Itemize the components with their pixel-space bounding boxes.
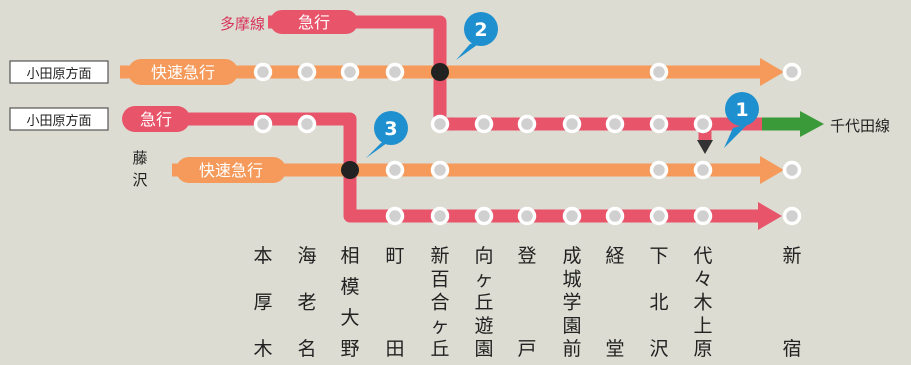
fujisawa-rapid-label: 快速急行 xyxy=(199,161,263,180)
station-name-shimokitazawa: 下北沢 xyxy=(649,245,668,360)
station-dot xyxy=(562,206,582,226)
odawara-express-badge xyxy=(122,106,190,132)
chiyoda-line-label: 千代田線 xyxy=(830,117,890,135)
station-dot xyxy=(385,62,405,82)
odawara-rapid-label: 快速急行 xyxy=(151,63,215,82)
odawara-dest-label-2: 小田原方面 xyxy=(26,113,91,129)
station-names: 本厚木 海老名 相模大野 町田 新百合ヶ丘 向ヶ丘遊園 登戸 成城学園前 経堂 下北沢 代々木上原 新… xyxy=(253,245,801,360)
station-dot xyxy=(297,114,317,134)
tama-express-label: 急行 xyxy=(298,13,330,32)
svg-text:1: 1 xyxy=(735,99,748,121)
station-dot xyxy=(253,62,273,82)
tama-express-badge xyxy=(270,10,358,34)
station-dot xyxy=(562,114,582,134)
junction-sagamiono xyxy=(341,161,359,179)
fujisawa-rapid-badge xyxy=(176,157,286,183)
station-dot xyxy=(517,206,537,226)
station-name-honatsugi: 本厚木 xyxy=(253,245,272,360)
station-dot xyxy=(605,114,625,134)
station-name-shinyurigaoka: 新百合ヶ丘 xyxy=(430,245,449,360)
station-dot xyxy=(649,206,669,226)
station-dot xyxy=(430,206,450,226)
station-dot xyxy=(430,160,450,180)
tama-line-label: 多摩線 xyxy=(220,15,265,33)
station-dot xyxy=(297,62,317,82)
station-dot xyxy=(782,62,802,82)
marker-3: 3 xyxy=(366,111,408,158)
station-dot xyxy=(340,62,360,82)
svg-text:3: 3 xyxy=(384,118,397,140)
station-dot xyxy=(693,114,713,134)
station-dot xyxy=(253,114,273,134)
fujisawa-label-top: 藤 xyxy=(132,149,147,167)
station-name-mukogaoka: 向ヶ丘遊園 xyxy=(474,245,493,360)
station-dot xyxy=(517,114,537,134)
tama-transfer-arrow xyxy=(697,140,713,154)
station-name-ebina: 海老名 xyxy=(297,245,316,360)
station-dots xyxy=(253,62,802,226)
station-name-noborito: 登戸 xyxy=(517,245,536,360)
station-dot xyxy=(693,206,713,226)
station-dot xyxy=(649,160,669,180)
station-dot xyxy=(385,206,405,226)
station-dot xyxy=(605,206,625,226)
station-name-yoyogiuehara: 代々木上原 xyxy=(693,245,712,360)
station-dot xyxy=(693,160,713,180)
odawara-dest-box-2 xyxy=(9,107,109,131)
station-name-machida: 町田 xyxy=(385,245,404,360)
station-dot xyxy=(649,114,669,134)
odawara-rapid-arrow xyxy=(760,58,784,86)
odawara-dest-box-1 xyxy=(9,60,109,84)
station-name-shinjuku: 新宿 xyxy=(782,245,801,360)
chiyoda-arrow xyxy=(800,111,824,137)
marker-1: 1 xyxy=(724,92,759,148)
odawara-dest-label-1: 小田原方面 xyxy=(26,66,91,82)
marker-2: 2 xyxy=(456,12,498,60)
fujisawa-rapid-arrow xyxy=(760,156,784,184)
fujisawa-label-bottom: 沢 xyxy=(132,171,147,189)
svg-text:2: 2 xyxy=(474,19,487,41)
station-name-seijo: 成城学園前 xyxy=(562,245,581,360)
station-dot xyxy=(474,206,494,226)
station-dot xyxy=(782,206,802,226)
station-dot xyxy=(649,62,669,82)
station-name-kyodo: 経堂 xyxy=(605,245,624,360)
station-dot xyxy=(430,114,450,134)
station-dot xyxy=(782,160,802,180)
station-dot xyxy=(385,160,405,180)
odawara-rapid-badge xyxy=(128,59,238,85)
junction-shinyurigaoka xyxy=(431,63,449,81)
odawara-express-arrow xyxy=(758,202,782,230)
station-dot xyxy=(474,114,494,134)
station-name-sagamiono: 相模大野 xyxy=(340,245,359,360)
odawara-express-label: 急行 xyxy=(140,110,172,129)
